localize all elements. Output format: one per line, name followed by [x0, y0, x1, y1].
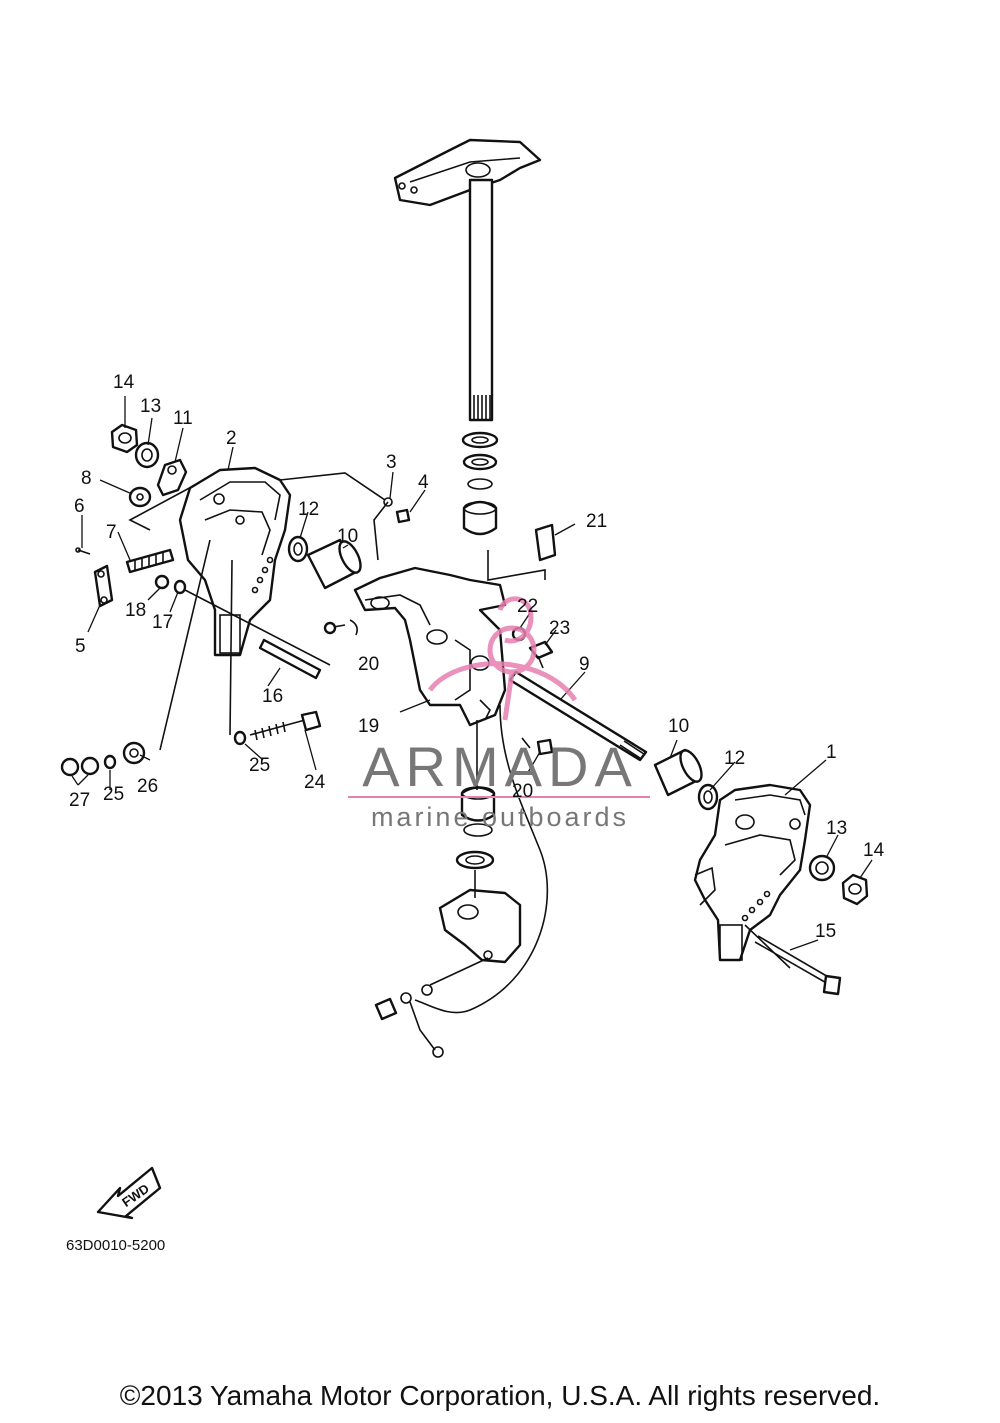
- washer-right: [697, 783, 719, 811]
- watermark-brand: ARMADA: [362, 735, 638, 798]
- spring-7: [125, 548, 175, 574]
- lever-5: [93, 564, 114, 608]
- callout-17: 17: [152, 612, 173, 633]
- callout-10a: 10: [337, 526, 358, 547]
- callout-7: 7: [106, 522, 117, 543]
- washer-25-b: [103, 754, 117, 770]
- bolt-4: [395, 508, 411, 524]
- callout-25b: 25: [103, 784, 124, 805]
- lower-bushing: [455, 786, 496, 870]
- callout-21: 21: [586, 511, 607, 532]
- callout-labels: 1 2 3 4 5 6 7 8 9 10 10 11 12 12 13 13 1…: [69, 372, 885, 942]
- callout-15: 15: [815, 921, 836, 942]
- callout-24: 24: [304, 772, 326, 793]
- callout-27: 27: [69, 790, 90, 811]
- pin-6: [75, 547, 91, 555]
- leader-lines: [71, 396, 873, 986]
- clamp-bracket-right: [693, 783, 812, 962]
- washer-left: [287, 535, 309, 563]
- bushing-right: [653, 748, 703, 797]
- callout-10b: 10: [668, 716, 689, 737]
- callout-20b: 20: [512, 781, 533, 802]
- callout-9: 9: [579, 654, 590, 675]
- callout-8: 8: [81, 468, 92, 489]
- callout-23: 23: [549, 618, 570, 639]
- nut-14-left: [110, 423, 139, 454]
- clip-20-upper: [323, 619, 358, 636]
- clip-20-lower: [521, 737, 554, 756]
- swivel-bracket: [353, 566, 507, 727]
- callout-25a: 25: [249, 755, 270, 776]
- callout-3: 3: [386, 452, 397, 473]
- rod-16: [258, 638, 322, 680]
- drawing-code: 63D0010-5200: [66, 1237, 165, 1254]
- callout-6: 6: [74, 496, 85, 517]
- steering-arm: [393, 138, 542, 207]
- bushing-left: [306, 538, 362, 590]
- callout-20a: 20: [358, 654, 379, 675]
- ground-wire: [374, 704, 549, 1058]
- callout-5: 5: [75, 636, 86, 657]
- steering-shaft: [468, 178, 494, 422]
- washer-25-a: [233, 730, 247, 746]
- callout-1: 1: [826, 742, 837, 763]
- callout-14b: 14: [863, 840, 885, 861]
- grease-nipple-8: [128, 486, 152, 508]
- callout-12b: 12: [724, 748, 745, 769]
- fwd-arrow-icon: FWD: [96, 1166, 162, 1220]
- callout-18: 18: [125, 600, 146, 621]
- callout-12a: 12: [298, 499, 319, 520]
- nut-13-right: [808, 854, 836, 882]
- callout-2: 2: [226, 428, 237, 449]
- lower-mount: [438, 888, 522, 964]
- callout-16: 16: [262, 686, 283, 707]
- washer-13-left: [134, 441, 160, 469]
- callout-14a: 14: [113, 372, 135, 393]
- plate-11: [156, 458, 188, 497]
- watermark-tagline: marine outboards: [371, 802, 629, 832]
- armada-watermark: ARMADA marine outboards: [348, 596, 650, 832]
- bolt-15: [754, 935, 842, 996]
- copyright-notice: ©2013 Yamaha Motor Corporation, U.S.A. A…: [119, 1380, 881, 1411]
- pad-21: [534, 523, 557, 562]
- nuts-27: [60, 756, 100, 777]
- callout-4: 4: [418, 472, 429, 493]
- callout-26: 26: [137, 776, 158, 797]
- nut-14-right: [841, 873, 869, 906]
- washer-26: [122, 741, 146, 765]
- callout-13a: 13: [140, 396, 161, 417]
- callout-11: 11: [173, 408, 193, 429]
- clamp-bracket-left: [178, 466, 292, 657]
- callout-19: 19: [358, 716, 379, 737]
- callout-22: 22: [517, 596, 538, 617]
- wire-3: [373, 497, 393, 561]
- nut-18: [154, 574, 170, 590]
- bolt-24: [249, 710, 322, 741]
- washer-17: [173, 579, 187, 595]
- callout-13b: 13: [826, 818, 847, 839]
- shaft-washers-upper: [461, 431, 499, 536]
